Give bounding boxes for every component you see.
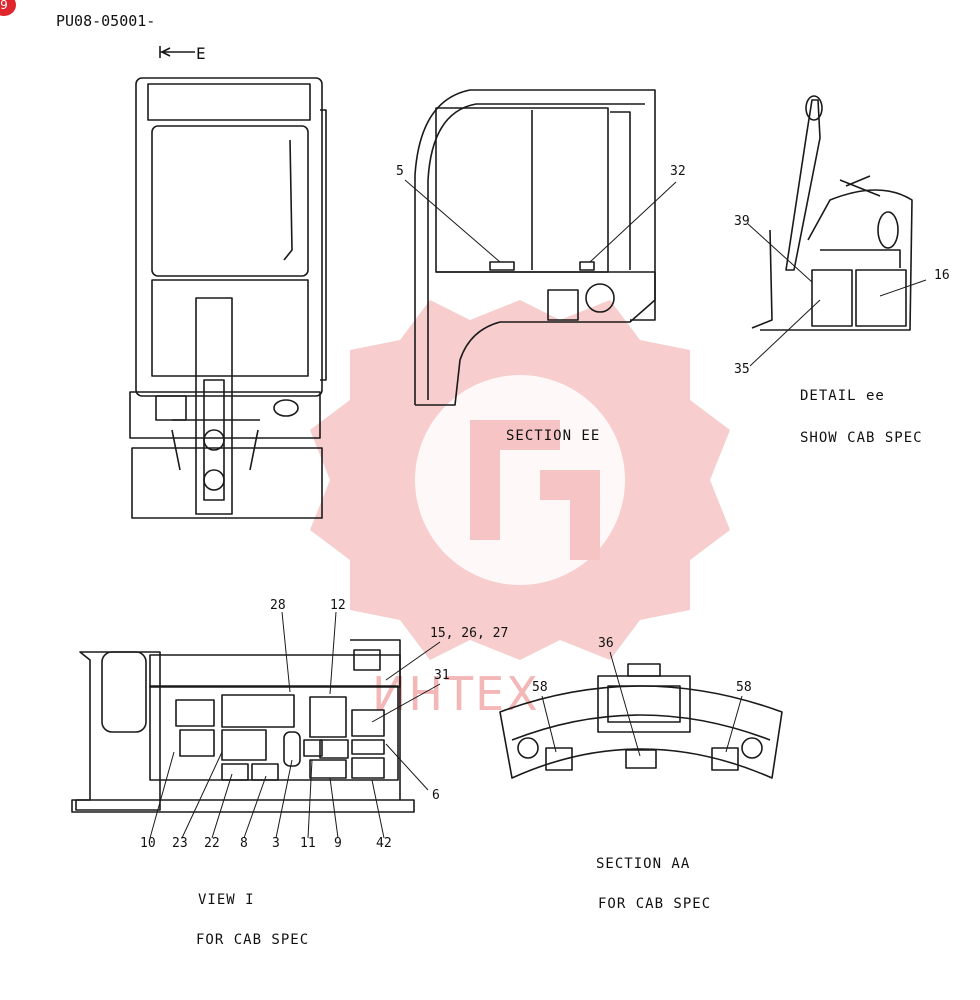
caption-section-aa-spec: FOR CAB SPEC [598,896,712,912]
callout-16: 16 [934,268,950,283]
callout-9: 9 [334,836,342,851]
callout-58-left: 58 [532,680,548,695]
caption-show-cab-spec: SHOW CAB SPEC [800,430,923,446]
section-aa-drawing [499,663,783,779]
section-aa-leaders [541,651,743,757]
caption-section-aa: SECTION AA [596,856,691,872]
callout-10: 10 [140,836,156,851]
callout-32: 32 [670,164,686,179]
view-i-leaders [149,611,441,839]
callout-36: 36 [598,636,614,651]
callout-58-right: 58 [736,680,752,695]
section-ee-drawing [414,89,656,406]
page-mark-icon: 9 [0,0,16,16]
callout-28: 28 [270,598,286,613]
callout-23: 23 [172,836,188,851]
section-ee-leaders [404,179,677,263]
rear-view-drawing [129,77,327,519]
part-code: PU08-05001- [56,12,156,30]
callout-35: 35 [734,362,750,377]
callout-15-26-27: 15, 26, 27 [430,626,509,641]
callout-8: 8 [240,836,248,851]
callout-22: 22 [204,836,220,851]
caption-view-i: VIEW I [198,892,255,908]
view-i-drawing [71,639,415,813]
caption-section-ee: SECTION EE [506,428,601,444]
callout-12: 12 [330,598,346,613]
caption-detail-ee: DETAIL ee [800,388,885,404]
callout-5: 5 [396,164,404,179]
page-mark-label: 9 [0,0,8,12]
callout-3: 3 [272,836,280,851]
detail-ee-drawing [751,95,913,331]
caption-view-i-spec: FOR CAB SPEC [196,932,310,948]
callout-42: 42 [376,836,392,851]
callout-39: 39 [734,214,750,229]
section-arrow-label: E [196,44,206,63]
callout-31: 31 [434,668,450,683]
callout-11: 11 [300,836,316,851]
detail-ee-leaders [747,223,927,367]
section-arrow [159,46,195,58]
callout-6: 6 [432,788,440,803]
